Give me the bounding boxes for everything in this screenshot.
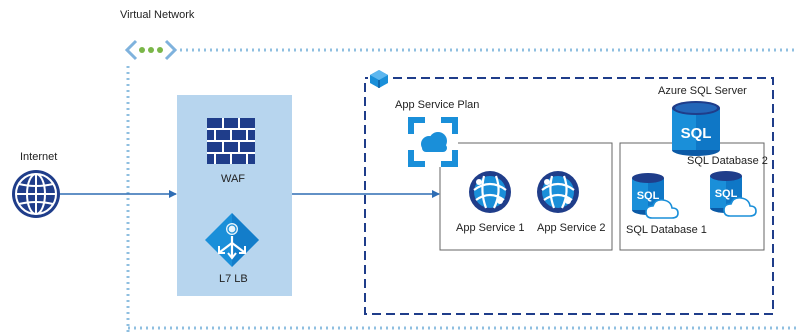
sql-database-icon: SQL — [632, 173, 664, 215]
load-balancer-icon — [205, 213, 259, 267]
app-services-frame — [439, 142, 613, 251]
resource-group-icon — [368, 68, 390, 88]
app-service-icon — [537, 171, 579, 213]
sql-database-2-icon-text: SQL — [715, 188, 738, 200]
firewall-icon — [207, 118, 255, 164]
app-service-1-label: App Service 1 — [456, 222, 525, 234]
sql-server-label: Azure SQL Server — [658, 85, 747, 97]
vnet-label: Virtual Network — [120, 9, 195, 21]
app-service-icon — [469, 171, 511, 213]
lb-label: L7 LB — [219, 273, 248, 285]
sql-database-1-label: SQL Database 1 — [626, 224, 707, 236]
cloud-icon — [723, 197, 757, 217]
app-service-plan-icon — [408, 117, 458, 167]
sql-server-icon-text: SQL — [681, 125, 712, 142]
app-environment-boundary — [364, 77, 774, 315]
vnet-boundary — [126, 48, 798, 333]
sql-database-2-label: SQL Database 2 — [687, 155, 768, 167]
vnet-icon — [124, 39, 178, 61]
sql-server-icon: SQL — [672, 101, 720, 156]
app-service-2-label: App Service 2 — [537, 222, 606, 234]
internet-label: Internet — [20, 151, 58, 163]
sql-database-1-icon-text: SQL — [637, 190, 660, 202]
app-service-plan-label: App Service Plan — [395, 99, 480, 111]
waf-label: WAF — [221, 173, 246, 185]
cloud-icon — [645, 199, 679, 219]
globe-icon — [12, 170, 60, 218]
